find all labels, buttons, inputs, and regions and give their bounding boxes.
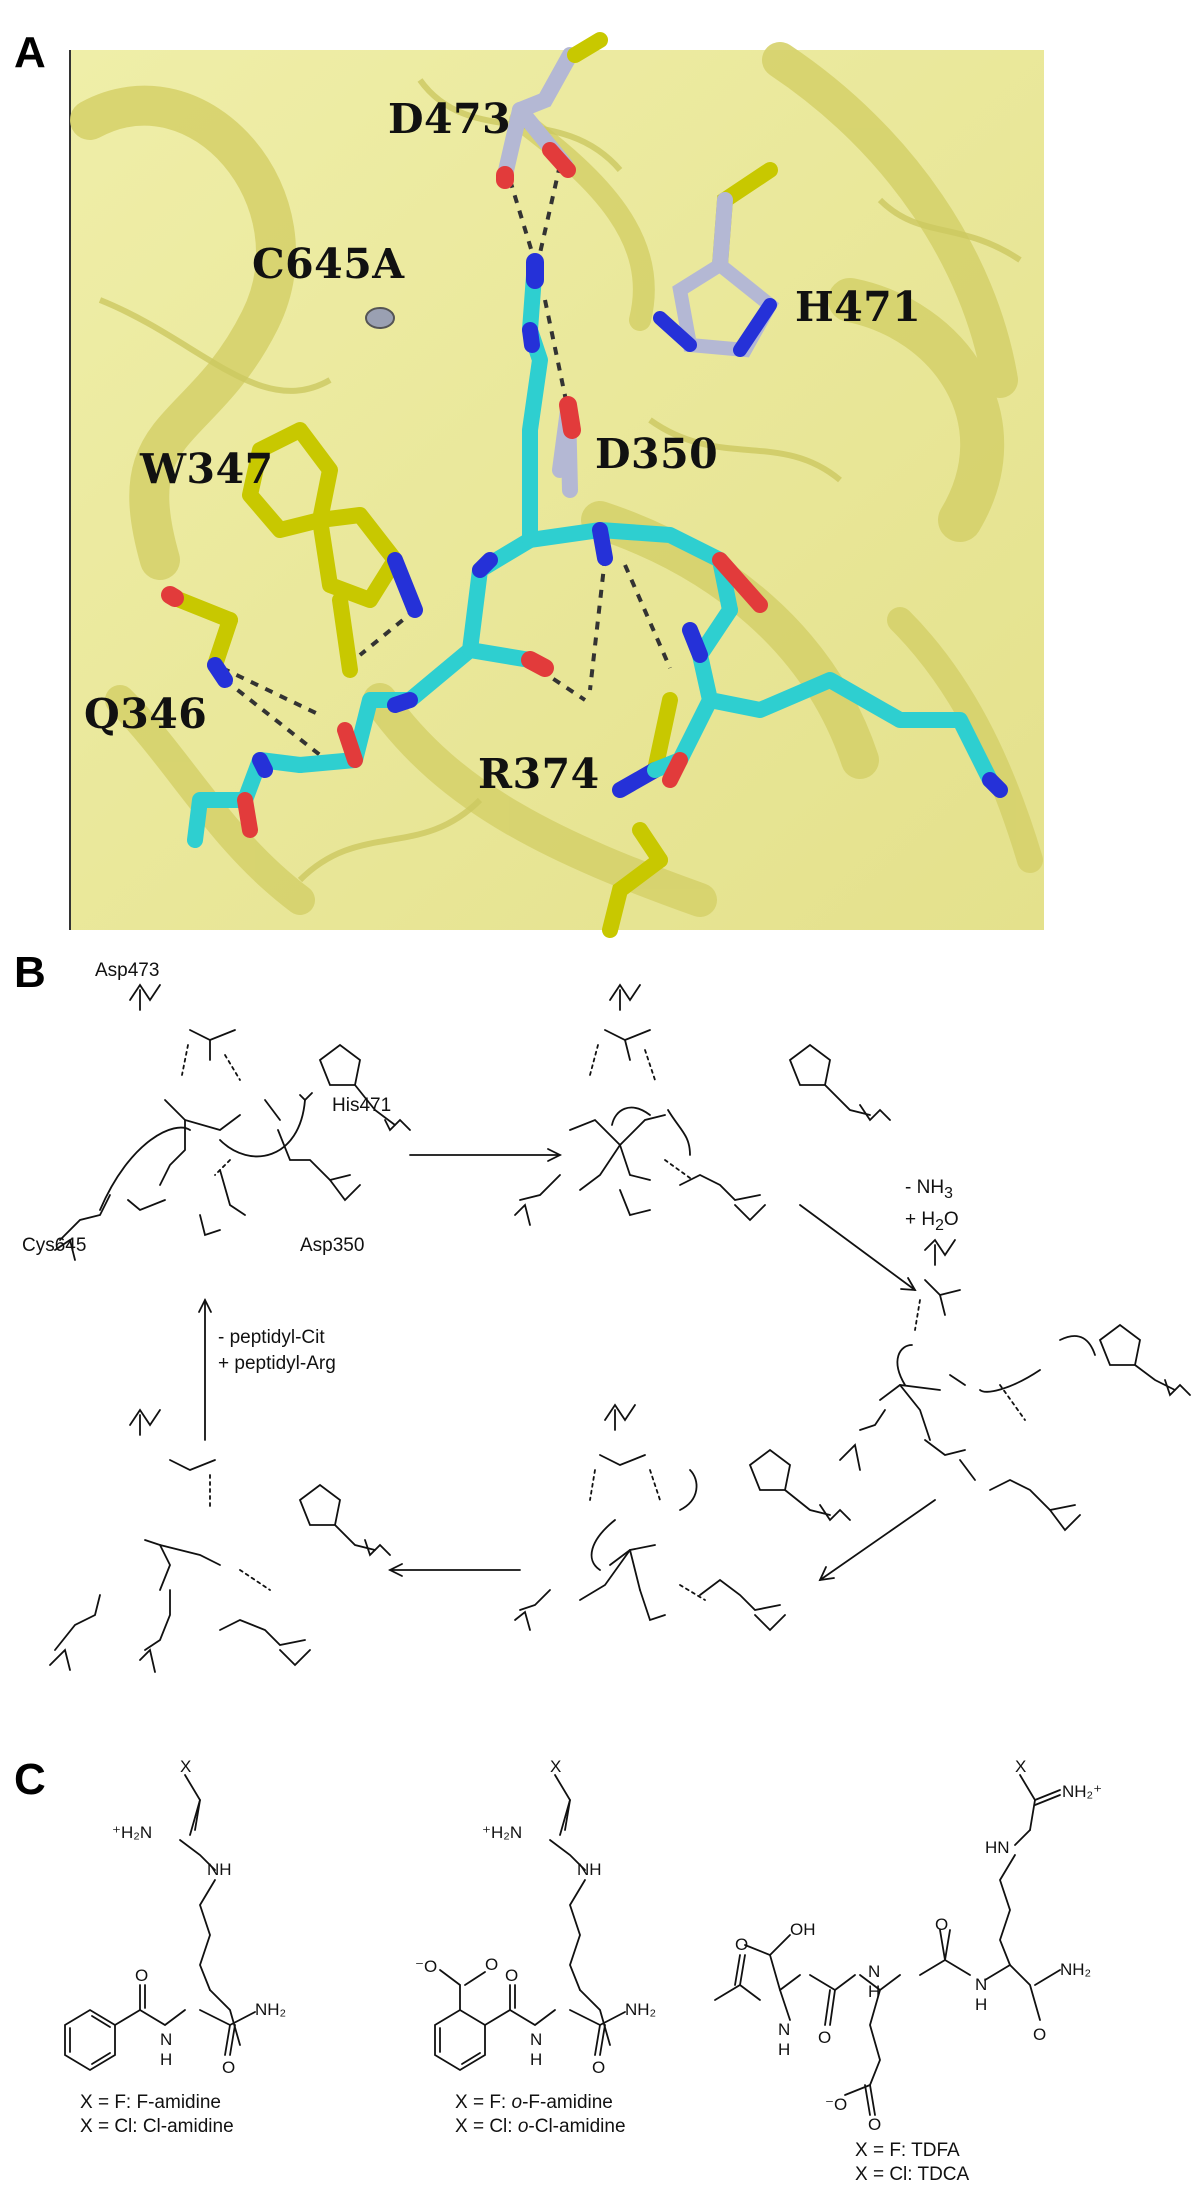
atom-o-3d: O (818, 2028, 832, 2047)
atom-nh2plus-2: ⁺H₂N (482, 1823, 523, 1842)
step-label-release-ammonia: - NH3 + H2O (905, 1175, 959, 1239)
residue-w347 (242, 422, 423, 678)
residue-d473 (496, 32, 608, 189)
caption-compound-2-cl: X = Cl: o-Cl-amidine (455, 2116, 626, 2138)
residue-q346 (161, 586, 238, 688)
caption-compound-2-f: X = F: o-F-amidine (455, 2092, 613, 2114)
caption-compound-3-f: X = F: TDFA (855, 2140, 960, 2161)
caption-2f-pre: X = F: (455, 2092, 512, 2113)
step-label-cit-text: - peptidyl-Cit (218, 1327, 325, 1348)
label-h471: H471 (795, 283, 922, 331)
atom-nh2-3: NH₂ (1060, 1960, 1092, 1979)
compound-bonds (64, 1774, 1061, 2116)
atom-x-3: X (1015, 1757, 1027, 1776)
atom-o-2c: O (485, 1955, 499, 1974)
structure-background (70, 50, 1044, 930)
atom-o-2: O (505, 1966, 519, 1985)
residue-d350 (552, 396, 581, 498)
caption-2cl-pre: X = Cl: (455, 2116, 518, 2137)
caption-2cl-post: -Cl-amidine (528, 2116, 626, 2137)
caption-compound-3-cl: X = Cl: TDCA (855, 2164, 970, 2185)
hydrogen-bonds (221, 164, 672, 757)
step-label-peptide-exchange: - peptidyl-Cit + peptidyl-Arg (218, 1325, 336, 1377)
peptide-substrate (187, 253, 1008, 848)
label-asp350: Asp350 (300, 1235, 365, 1256)
atom-o-2b: O (592, 2058, 606, 2077)
label-d350: D350 (595, 430, 719, 478)
label-his471: His471 (332, 1095, 392, 1116)
atom-x-1: X (180, 1757, 192, 1776)
label-q346: Q346 (84, 690, 208, 738)
atom-nh2-2: NH₂ (625, 2000, 657, 2019)
label-r374: R374 (478, 750, 600, 798)
atom-hn-3: HN (985, 1838, 1010, 1857)
panel-b-letter: B (14, 948, 46, 997)
atom-nh-1: NH (207, 1860, 232, 1879)
step-label-water-o: O (943, 1208, 959, 1230)
atom-ominus-3: ⁻O (825, 2095, 848, 2114)
atom-o-1: O (135, 1966, 149, 1985)
atom-o-3e: O (868, 2115, 882, 2134)
atom-o-3c: O (1033, 2025, 1047, 2044)
residue-h471 (653, 162, 779, 358)
caption-2f-post: -F-amidine (522, 2092, 613, 2113)
step-label-ammonia-sub: 3 (944, 1184, 953, 1202)
step-label-arg-text: + peptidyl-Arg (218, 1353, 336, 1374)
mechanism-bonds (49, 983, 1191, 1673)
caption-2cl-italic: o (517, 2116, 529, 2137)
step-label-ammonia-text: - NH (905, 1177, 945, 1198)
label-w347: W347 (140, 445, 274, 493)
atom-o-3a: O (735, 1935, 749, 1954)
step-label-water-sub: 2 (935, 1216, 944, 1234)
atom-nh-2: NH (577, 1860, 602, 1879)
label-cys645: Cys645 (22, 1235, 87, 1256)
atom-nh2plus-1: ⁺H₂N (112, 1823, 153, 1842)
label-asp473: Asp473 (95, 960, 160, 981)
panel-a-letter: A (14, 28, 46, 77)
label-c645a: C645A (252, 240, 405, 288)
atom-ominus-2: ⁻O (415, 1957, 438, 1976)
atom-o-3b: O (935, 1915, 949, 1934)
atom-nh2plus-3: NH₂⁺ (1062, 1782, 1103, 1801)
atom-oh-3: OH (790, 1920, 816, 1939)
residue-c645a (365, 307, 395, 329)
step-label-water-text: + H (905, 1208, 936, 1230)
caption-2f-italic: o (511, 2092, 523, 2113)
panel-c-letter: C (14, 1755, 46, 1804)
atom-o-1b: O (222, 2058, 236, 2077)
caption-compound-1-f: X = F: F-amidine (80, 2092, 221, 2113)
atom-nh2-1: NH₂ (255, 2000, 287, 2019)
caption-compound-1-cl: X = Cl: Cl-amidine (80, 2116, 234, 2137)
label-d473: D473 (388, 95, 512, 143)
atom-x-2: X (550, 1757, 562, 1776)
